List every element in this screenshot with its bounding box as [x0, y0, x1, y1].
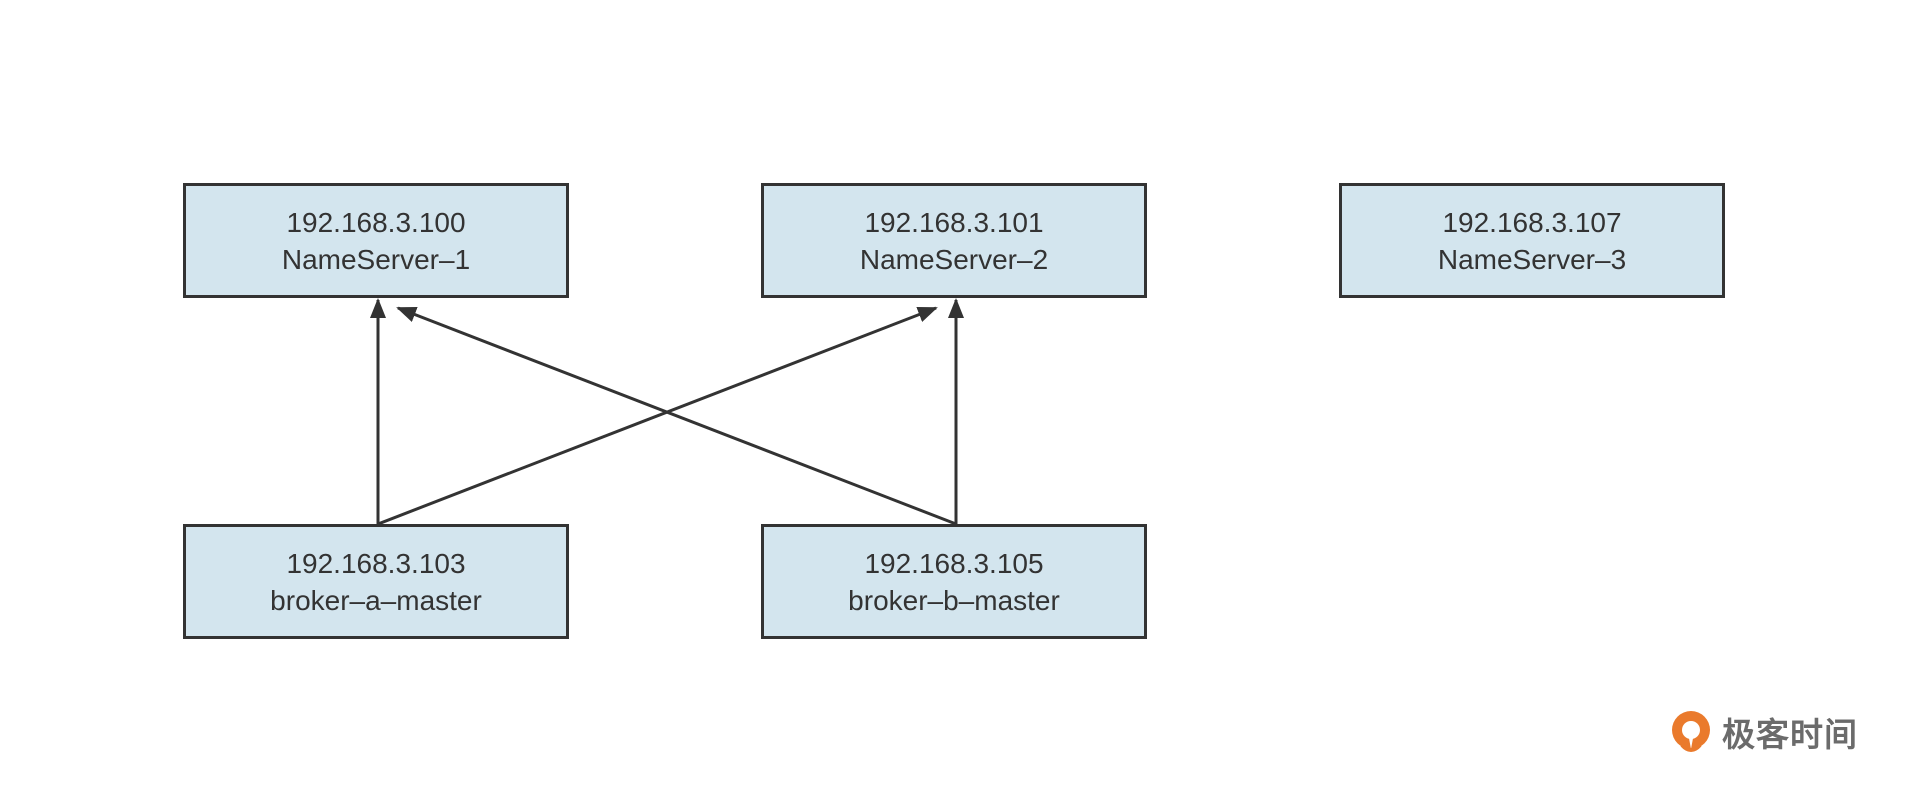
node-nameserver-1: 192.168.3.100 NameServer–1: [183, 183, 569, 298]
edge-broker_a-to-nameserver_2: [377, 306, 938, 526]
node-ip: 192.168.3.101: [864, 206, 1044, 238]
node-broker-a-master: 192.168.3.103 broker–a–master: [183, 524, 569, 639]
node-ip: 192.168.3.103: [286, 547, 466, 579]
node-nameserver-2: 192.168.3.101 NameServer–2: [761, 183, 1147, 298]
node-label: NameServer–1: [281, 243, 471, 275]
node-ip: 192.168.3.100: [286, 206, 466, 238]
brand-text: 极客时间: [1722, 715, 1858, 754]
node-ip: 192.168.3.107: [1442, 206, 1622, 238]
edge-group: [370, 298, 964, 526]
brand-watermark: 极客时间: [1668, 708, 1858, 756]
node-broker-b-master: 192.168.3.105 broker–b–master: [761, 524, 1147, 639]
node-ip: 192.168.3.105: [864, 547, 1044, 579]
node-nameserver-3: 192.168.3.107 NameServer–3: [1339, 183, 1725, 298]
node-label: broker–a–master: [270, 584, 482, 616]
node-label: NameServer–2: [859, 243, 1049, 275]
edge-broker_b-to-nameserver_1: [396, 306, 957, 526]
node-label: NameServer–3: [1437, 243, 1627, 275]
node-label: broker–b–master: [848, 584, 1060, 616]
geektime-logo-icon: [1672, 711, 1710, 752]
